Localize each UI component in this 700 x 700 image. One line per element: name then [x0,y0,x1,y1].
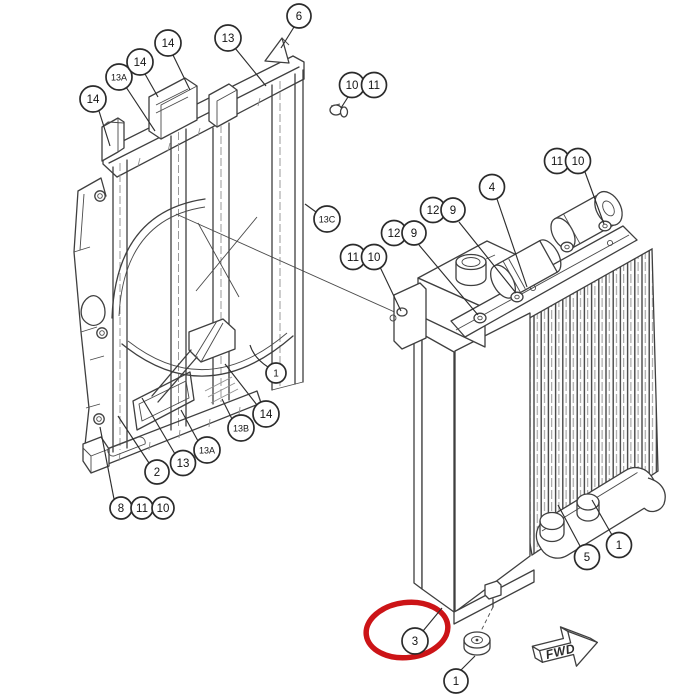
radiator-side-panel [454,312,531,613]
svg-text:3: 3 [412,636,418,648]
svg-text:1: 1 [616,540,622,552]
svg-text:1: 1 [273,369,279,380]
callout-25-11: 11 [543,147,571,175]
callout-5-6: 6 [286,3,312,29]
svg-text:14: 14 [162,38,175,50]
fwd-label: FWD [544,641,576,662]
svg-text:9: 9 [450,205,456,217]
callout-17-10: 10 [151,496,175,520]
callout-10-14: 14 [252,400,280,428]
svg-text:10: 10 [157,503,170,515]
callout-21-9: 9 [401,220,427,246]
svg-text:13: 13 [177,458,190,470]
svg-text:12: 12 [388,228,401,240]
svg-text:13C: 13C [319,215,336,225]
svg-text:12: 12 [427,205,440,217]
callout-balloons: 14 13A 14 14 13 6 10 11 13C 1 14 13B 13A… [79,3,633,694]
shroud-side-bolt [329,103,349,118]
pointer-line [175,213,400,315]
leader-lines [98,26,613,671]
svg-text:6: 6 [296,11,302,23]
svg-text:1: 1 [453,676,459,688]
radiator-left-bracket [389,282,427,350]
callout-29-3: 3 [401,627,429,655]
svg-text:2: 2 [154,467,160,479]
callout-23-9: 9 [440,197,466,223]
radiator-bottom-tank [535,466,666,559]
shroud-bolt [93,190,108,425]
svg-text:10: 10 [572,156,585,168]
callout-0-14: 14 [79,85,107,113]
mounting-bolts [473,220,612,324]
svg-text:14: 14 [260,409,273,421]
callout-7-11: 11 [360,71,388,99]
svg-text:8: 8 [118,503,124,515]
bottom-mount [463,580,502,656]
callout-26-10: 10 [564,147,592,175]
svg-text:11: 11 [136,503,148,515]
callout-27-5: 5 [573,543,601,571]
callout-8-13C: 13C [313,205,341,233]
svg-text:5: 5 [584,552,590,564]
callout-4-13: 13 [214,24,242,52]
fwd-arrow: FWD [531,626,598,667]
svg-text:10: 10 [346,80,359,92]
callout-24-4: 4 [478,173,506,201]
svg-text:14: 14 [87,94,100,106]
callout-12-13A: 13A [193,436,221,464]
svg-text:13A: 13A [199,446,215,456]
svg-text:4: 4 [489,182,496,194]
callout-15-8: 8 [109,496,133,520]
callout-3-14: 14 [154,29,182,57]
callout-19-10: 10 [360,243,388,271]
fan-shroud-assembly [73,37,349,474]
svg-text:13: 13 [222,33,235,45]
callout-16-11: 11 [130,496,154,520]
svg-text:13B: 13B [233,424,249,434]
callout-14-2: 2 [144,459,170,485]
callout-28-1: 1 [605,531,633,559]
callout-1-13A: 13A [105,63,133,91]
svg-text:13A: 13A [111,73,127,83]
callout-2-14: 14 [126,48,154,76]
radiator-top-bar [450,225,638,338]
filler-cap [455,253,487,271]
highlight-ellipse [363,599,451,661]
callout-11-13B: 13B [227,414,255,442]
svg-text:11: 11 [551,156,563,168]
svg-text:9: 9 [411,228,417,240]
callout-13-13: 13 [169,449,197,477]
callout-9-1: 1 [265,362,287,384]
svg-text:14: 14 [134,57,147,69]
svg-text:11: 11 [368,80,380,92]
radiator-assembly [389,190,666,656]
callout-30-1: 1 [443,668,469,694]
svg-text:10: 10 [368,252,381,264]
svg-text:11: 11 [347,252,359,264]
